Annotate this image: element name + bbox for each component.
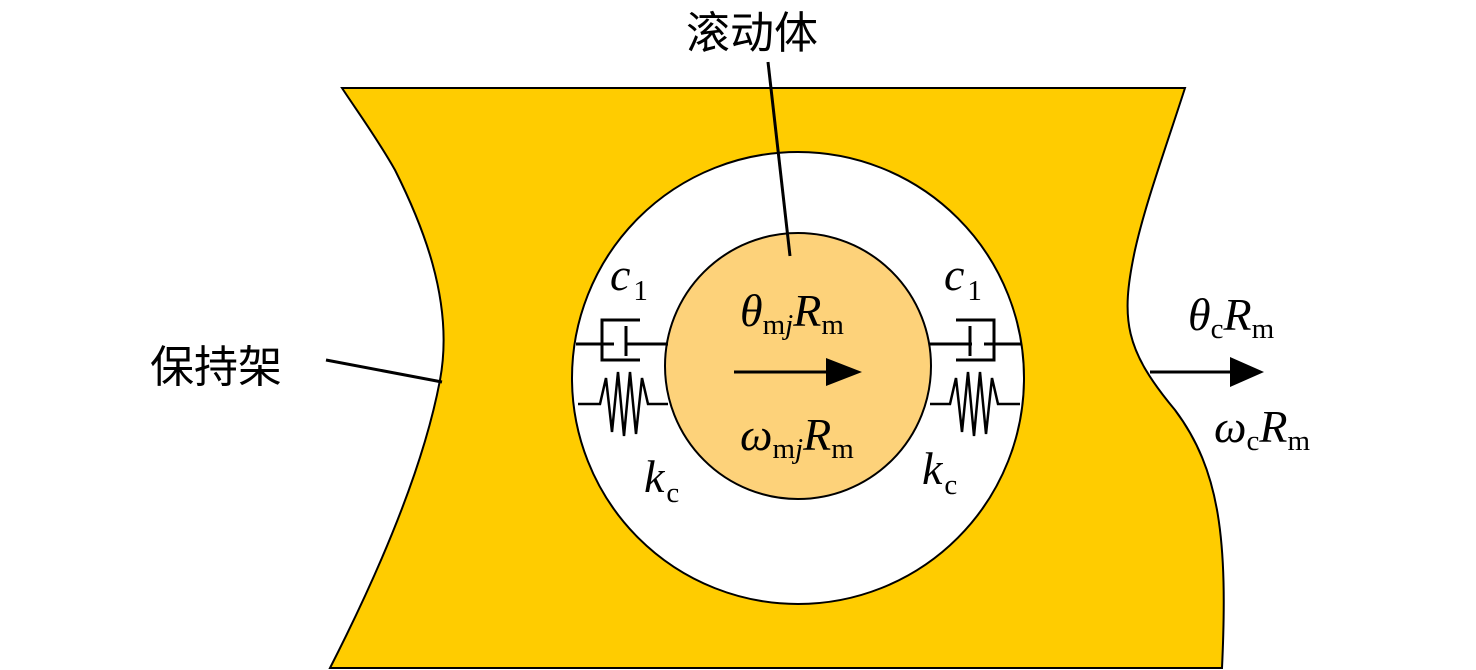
left-spring xyxy=(578,371,668,437)
rolling-element-leader-line xyxy=(766,61,792,257)
cage-angular-displacement-label: θcRm xyxy=(1188,289,1275,345)
ball-angular-displacement-label: θmjRm xyxy=(740,285,844,341)
cage-angular-velocity-label: ωcRm xyxy=(1214,401,1310,457)
right-damper xyxy=(930,318,1022,362)
cage-leader-line xyxy=(325,358,443,384)
ball-angular-velocity-label: ωmjRm xyxy=(740,409,854,465)
cage-label: 保持架 xyxy=(150,342,282,393)
cage-velocity-arrow xyxy=(1150,357,1264,387)
rolling-element xyxy=(664,232,932,500)
stiffness-kc-left-label: kc xyxy=(644,451,679,509)
stiffness-kc-right-label: kc xyxy=(922,443,957,501)
ball-velocity-arrow xyxy=(734,358,862,386)
rolling-element-label: 滚动体 xyxy=(686,8,818,59)
left-damper xyxy=(576,318,668,362)
right-spring xyxy=(930,371,1020,437)
